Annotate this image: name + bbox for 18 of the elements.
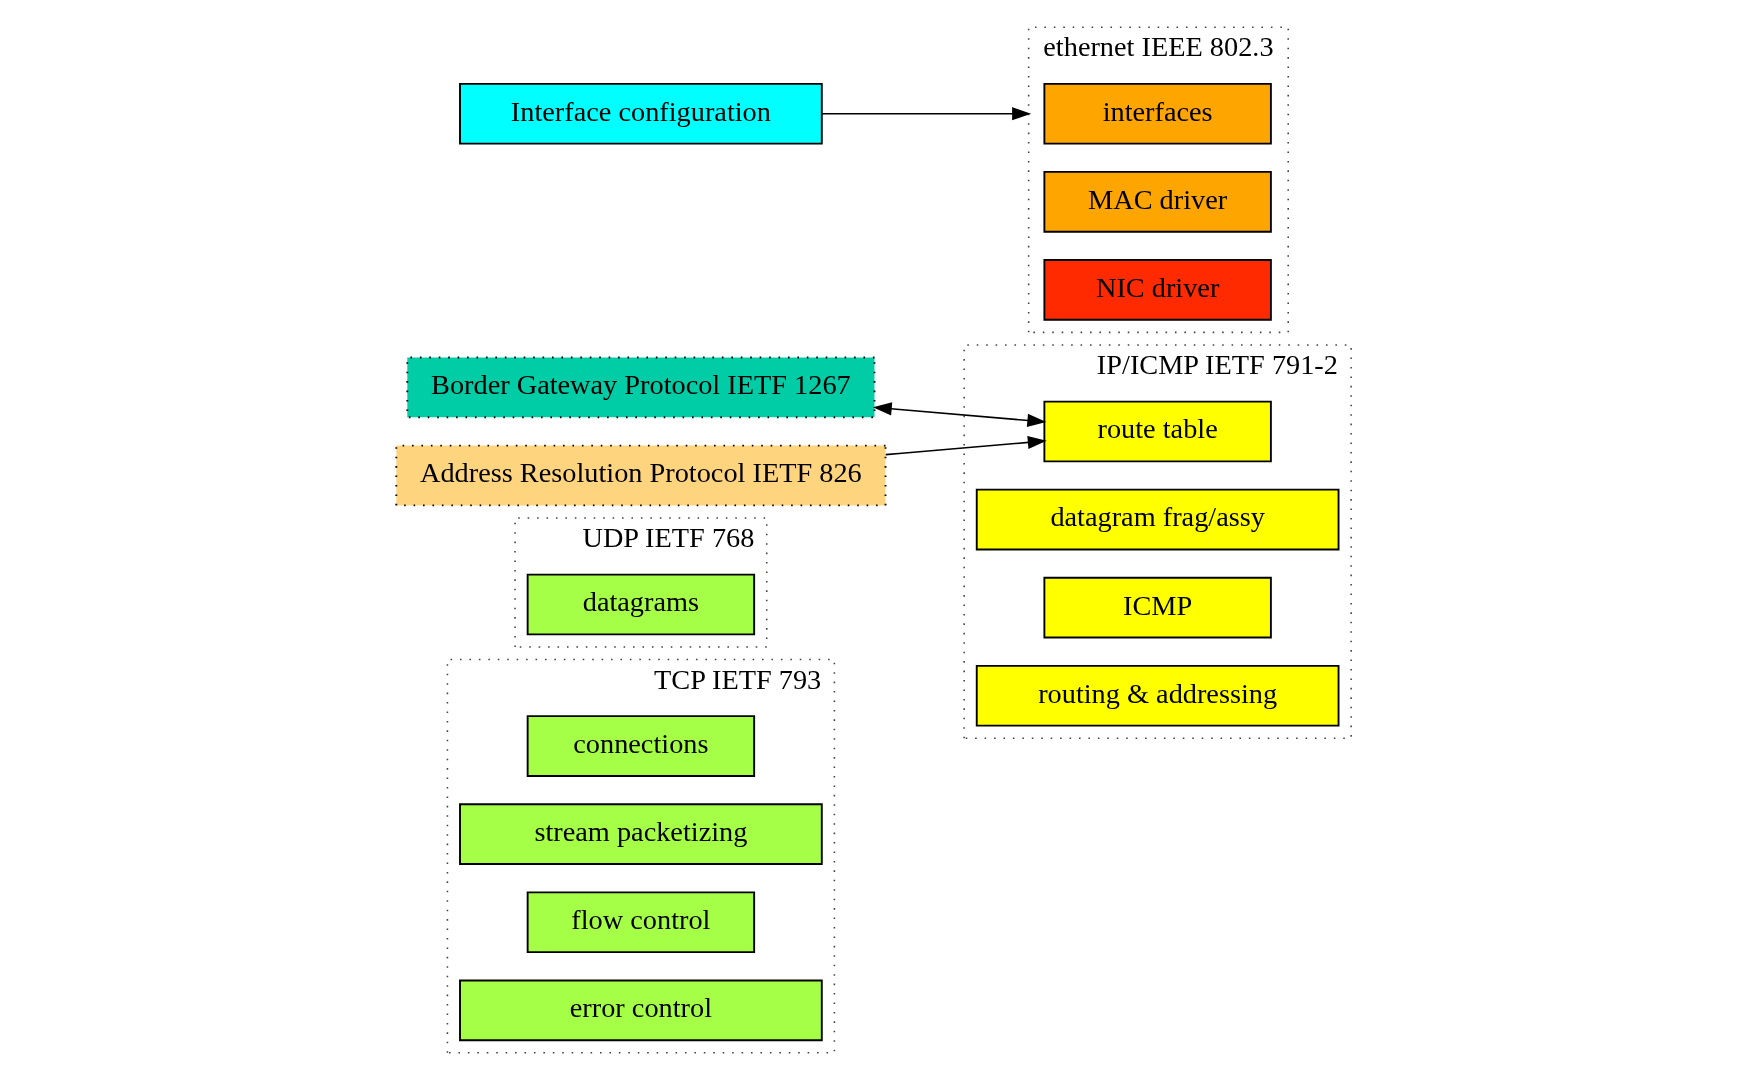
arrow [821, 107, 1032, 121]
node-box: Address Resolution Protocol IETF 826 [395, 444, 887, 507]
arrow [884, 435, 1047, 456]
node-box: ICMP [1043, 576, 1272, 639]
node-box: NIC driver [1043, 259, 1272, 321]
node-box: interfaces [1043, 82, 1272, 145]
node-box: datagram frag/assy [975, 488, 1340, 551]
node-box: flow control [526, 891, 756, 954]
node-box: datagrams [526, 573, 756, 636]
node-box: Border Gateway Protocol IETF 1267 [406, 356, 876, 419]
node-box: connections [526, 715, 756, 777]
node-box: stream packetizing [459, 803, 823, 865]
node-box: route table [1043, 400, 1272, 463]
node-box: routing & addressing [975, 664, 1340, 727]
node-box: error control [459, 979, 823, 1042]
arrow [872, 402, 1047, 428]
node-box: MAC driver [1043, 170, 1272, 233]
node-box: Interface configuration [459, 82, 823, 145]
